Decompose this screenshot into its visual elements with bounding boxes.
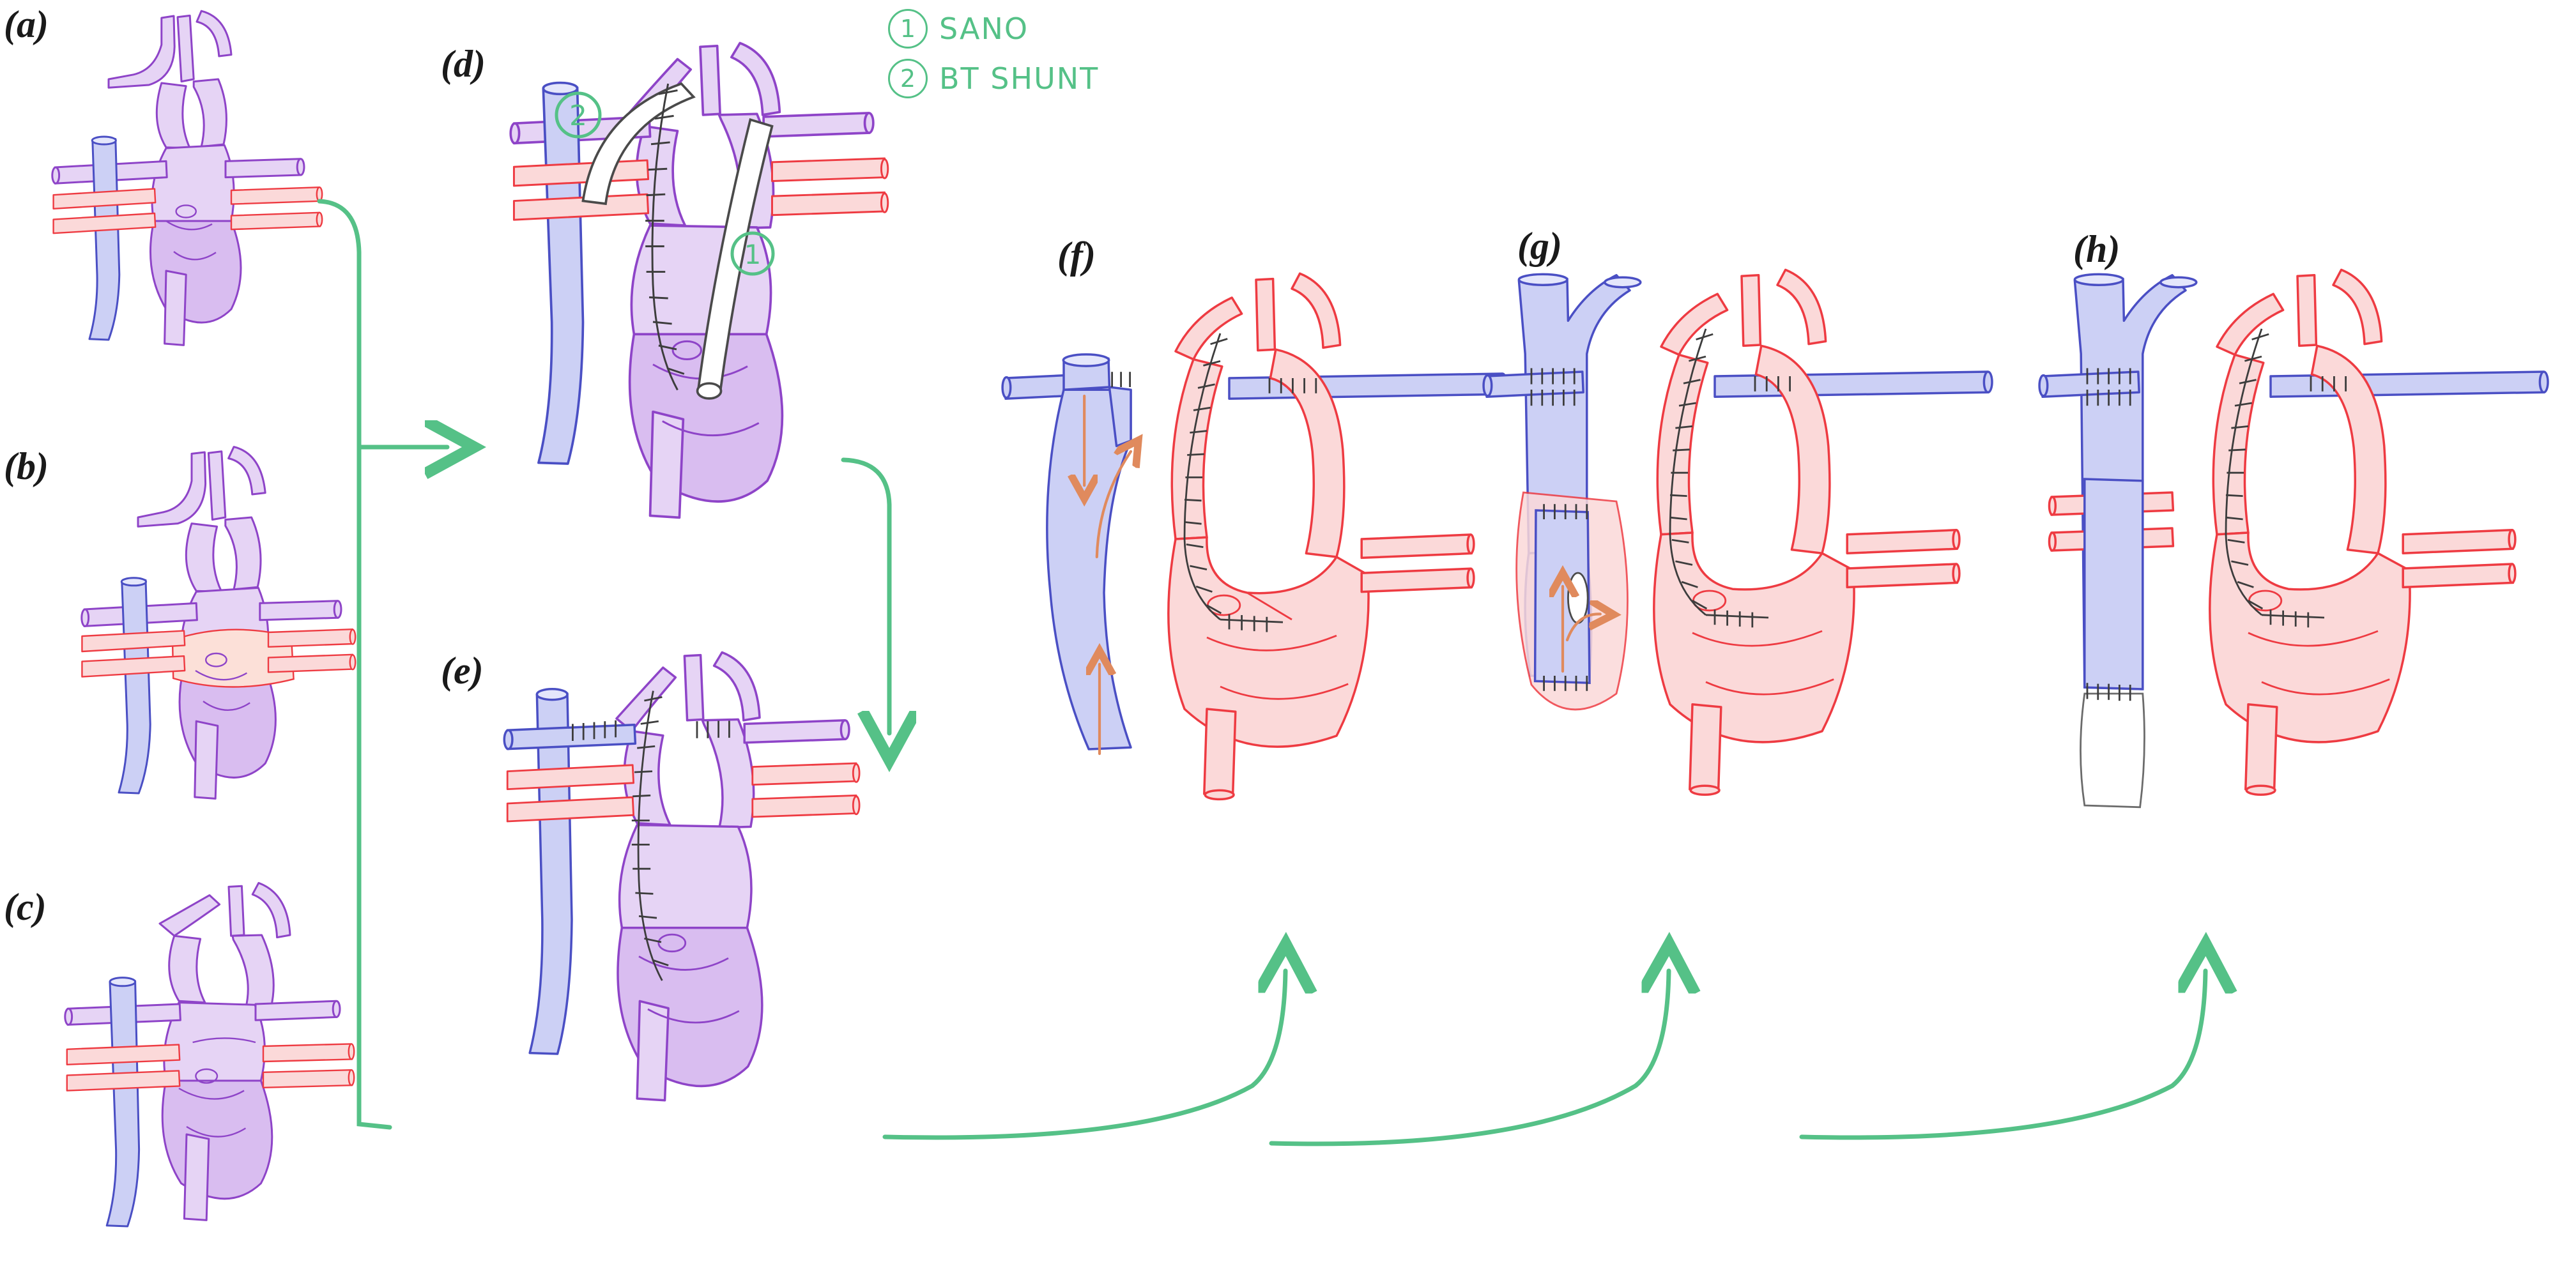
panel-label-d: (d) [441,43,486,85]
lateral-tunnel-lumen [1567,572,1589,624]
suture-line-h [2086,328,2347,701]
legend-item-bt-shunt: 2 BT SHUNT [888,59,1099,98]
panel-c-heart [64,881,355,1228]
circled-marker-1-text: 1 [744,239,762,270]
panel-b-heart [80,446,356,800]
panel-f-heart [1001,272,1508,801]
panel-label-g: (g) [1517,225,1562,267]
panel-label-a: (a) [4,3,49,45]
suture-line-neoaorta-e [631,690,669,981]
circled-marker-2: 2 [555,91,602,139]
suture-line-rpa-e [696,720,730,738]
suture-line-f [1111,333,1317,632]
suture-line-svc-e [571,720,617,741]
legend: 1 SANO 2 BT SHUNT [888,9,1099,109]
connector-c-long [356,445,392,1130]
panel-d-heart [509,42,889,519]
circled-marker-2-text: 2 [569,100,587,132]
panel-h-heart [2038,268,2549,809]
legend-number-1: 1 [888,9,928,49]
panel-label-e: (e) [441,650,484,692]
suture-line-g [1530,328,1791,691]
connector-e-to-g [1269,971,1669,1146]
connector-d-to-e [841,457,889,733]
extracardiac-conduit [2080,692,2145,809]
connector-c-to-d [317,199,447,447]
flow-arrows-g [1563,586,1600,673]
panel-e-heart [503,651,861,1102]
connector-e-to-h [1799,971,2205,1140]
legend-number-2: 2 [888,59,928,98]
sano-graft [696,118,774,400]
legend-item-sano: 1 SANO [888,9,1099,49]
panel-a-heart [51,10,323,346]
legend-label-sano: SANO [939,11,1029,46]
suture-line-neoaorta [645,83,685,391]
panel-g-heart [1482,268,1993,796]
panel-label-c: (c) [4,886,47,928]
connector-e-to-f [882,971,1285,1140]
legend-label-bt-shunt: BT SHUNT [939,61,1100,96]
panel-label-b: (b) [4,445,49,487]
connector-arrows [317,199,2205,1146]
panel-label-f: (f) [1057,234,1096,277]
flow-arrows-f [1084,394,1131,756]
bt-shunt-graft [581,82,696,206]
panel-label-h: (h) [2073,228,2120,270]
circled-marker-1: 1 [730,231,775,276]
